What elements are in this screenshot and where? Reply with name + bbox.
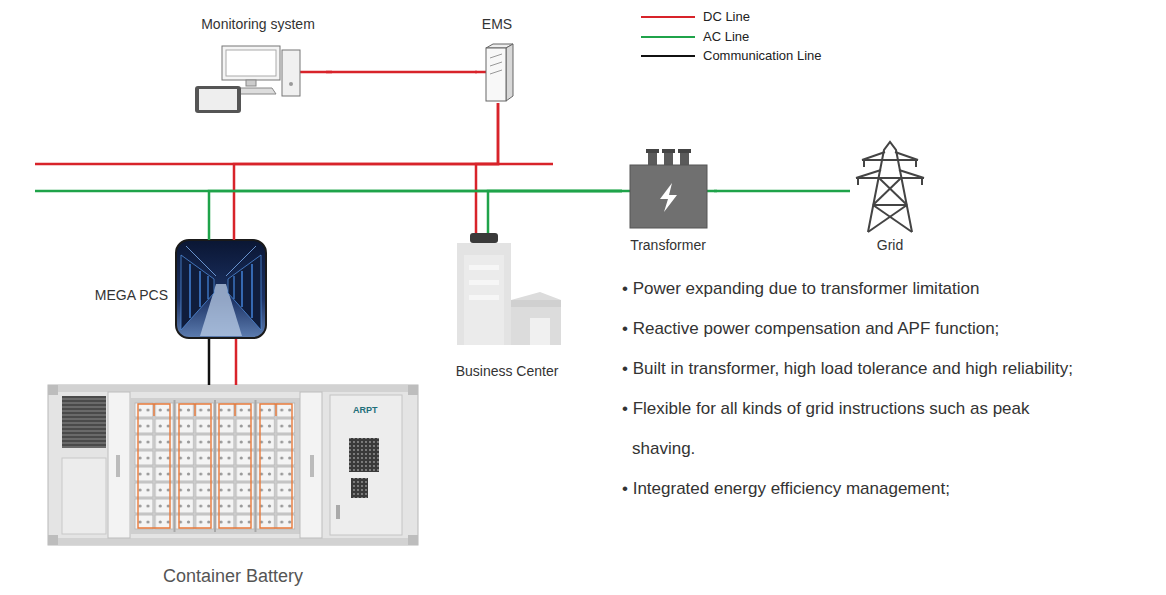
dc-line-sample bbox=[641, 16, 695, 18]
legend-line-samples bbox=[641, 17, 695, 56]
ac-line bbox=[714, 190, 850, 193]
node-label: Grid bbox=[850, 237, 930, 255]
feature-bullet: • Power expanding due to transformer lim… bbox=[622, 269, 1092, 309]
container-battery-illustration bbox=[48, 385, 418, 545]
bus-lines bbox=[35, 72, 717, 191]
grid-node: Grid bbox=[850, 142, 930, 254]
pcs-icon bbox=[176, 240, 266, 338]
dc-line bbox=[235, 339, 238, 385]
container-battery-node: Container Battery bbox=[45, 385, 421, 587]
feature-bullet: • Flexible for all kinds of grid instruc… bbox=[622, 389, 1092, 469]
node-label: EMS bbox=[477, 16, 517, 34]
legend-text: Communication Line bbox=[703, 48, 822, 63]
building-icon bbox=[457, 233, 561, 345]
node-label: Transformer bbox=[622, 237, 714, 255]
feature-bullet: • Integrated energy efficiency managemen… bbox=[622, 469, 1092, 509]
node-text-group: Grid bbox=[850, 237, 930, 255]
monitoring-system-node: Monitoring system bbox=[190, 16, 326, 114]
node-label: Business Center bbox=[444, 363, 570, 381]
server-icon bbox=[486, 44, 513, 101]
node-label: MEGA PCS bbox=[95, 287, 168, 305]
computer-icon bbox=[195, 46, 300, 113]
node-text-group: Business Center bbox=[444, 363, 570, 381]
transformer-icon bbox=[630, 149, 707, 228]
dc-line bbox=[234, 103, 498, 240]
node-text-group: Monitoring system bbox=[190, 16, 326, 34]
business-center-node: Business Center bbox=[444, 233, 570, 380]
transmission-tower-icon bbox=[856, 142, 924, 232]
legend-entry: AC Line bbox=[703, 29, 749, 45]
legend-text: AC Line bbox=[703, 29, 749, 44]
node-label: Container Battery bbox=[45, 565, 421, 588]
communication-line-sample bbox=[641, 55, 695, 57]
dc-line bbox=[326, 71, 477, 74]
ac-line-sample bbox=[641, 36, 695, 38]
legend-text: DC Line bbox=[703, 9, 750, 24]
feature-list: • Power expanding due to transformer lim… bbox=[622, 269, 1092, 509]
legend-entry: Communication Line bbox=[703, 48, 822, 64]
node-text-group: EMS bbox=[477, 16, 517, 34]
ac-line bbox=[209, 191, 622, 240]
ac-line bbox=[488, 191, 622, 233]
legend-entry: DC Line bbox=[703, 9, 750, 25]
node-label: Monitoring system bbox=[190, 16, 326, 34]
node-text-group: Transformer bbox=[622, 237, 714, 255]
brand-logo-text: ARPT bbox=[353, 405, 378, 416]
communication-line bbox=[208, 339, 211, 385]
node-text-group: MEGA PCS bbox=[95, 287, 168, 305]
node-text-group: Container Battery bbox=[45, 565, 421, 588]
pcs-node: MEGA PCS bbox=[91, 240, 268, 339]
ems-node: EMS bbox=[477, 16, 517, 103]
transformer-node: Transformer bbox=[622, 146, 714, 254]
feature-bullet: • Built in transformer, high load tolera… bbox=[622, 349, 1092, 389]
feature-bullet: • Reactive power compensation and APF fu… bbox=[622, 309, 1092, 349]
